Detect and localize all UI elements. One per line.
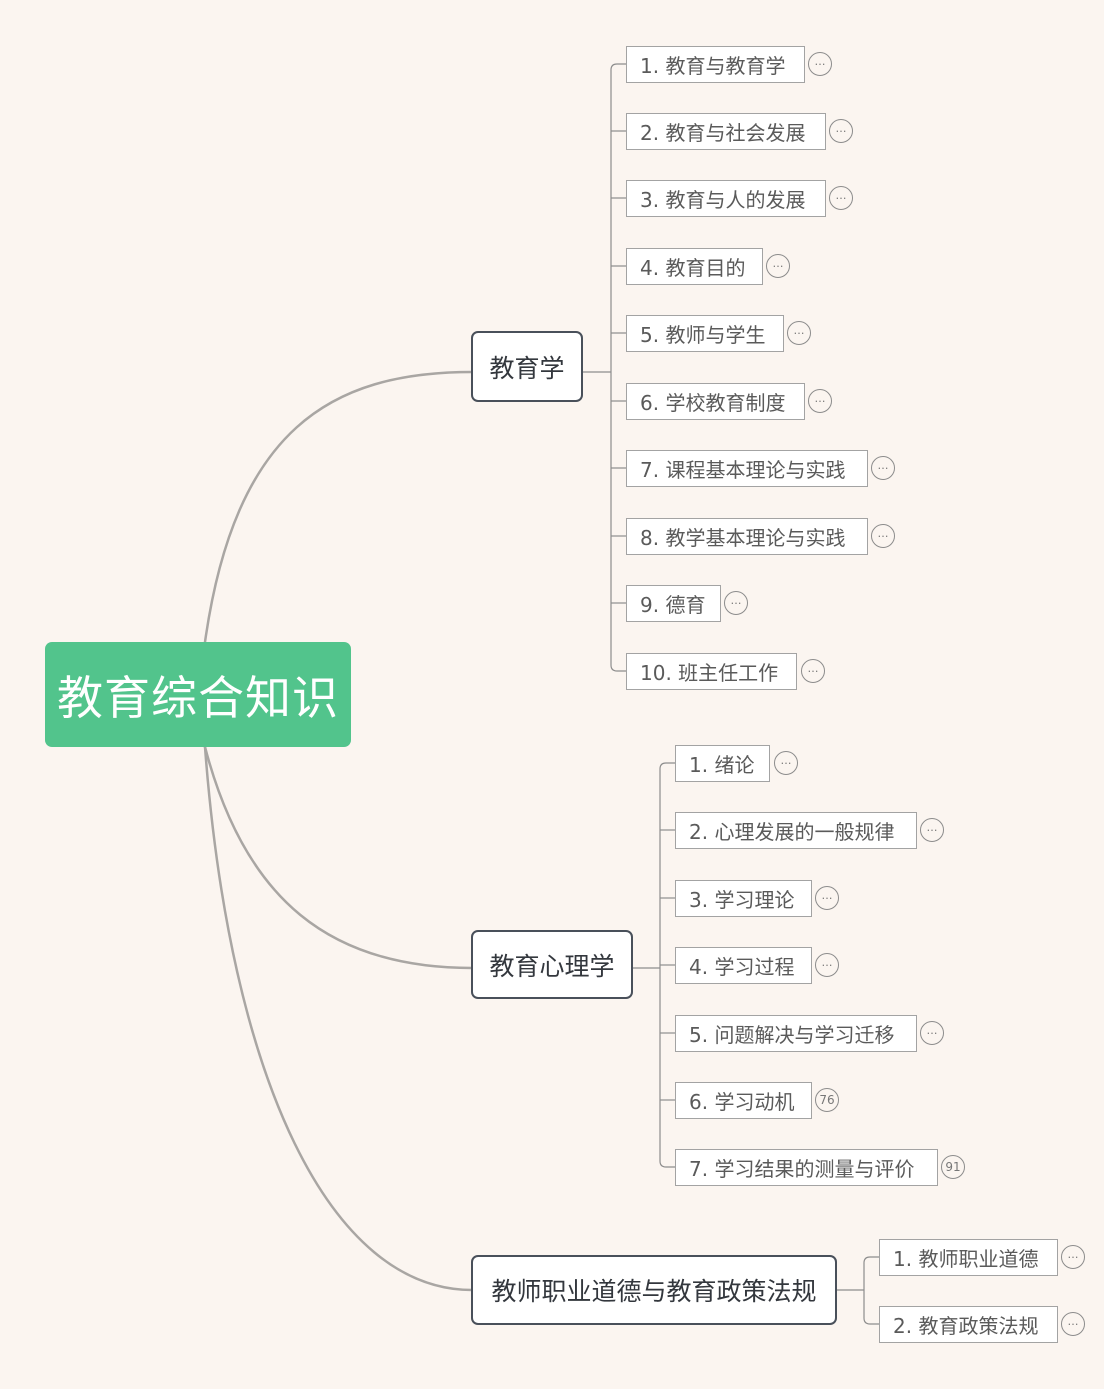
subtopic-2-6[interactable]: 6. 学习动机 [675, 1082, 812, 1119]
root-link-1 [203, 370, 474, 644]
subtopic-1-10[interactable]: 10. 班主任工作 [626, 653, 797, 690]
subtopic-2-2[interactable]: 2. 心理发展的一般规律 [675, 812, 917, 849]
subtopic-2-3[interactable]: 3. 学习理论 [675, 880, 812, 917]
collapsed-indicator-icon[interactable] [808, 52, 832, 76]
hidden-count-badge[interactable]: 91 [941, 1155, 965, 1179]
subtopic-1-6[interactable]: 6. 学校教育制度 [626, 383, 805, 420]
subtopic-1-1[interactable]: 1. 教育与教育学 [626, 46, 805, 83]
collapsed-indicator-icon[interactable] [815, 886, 839, 910]
collapsed-indicator-icon[interactable] [815, 953, 839, 977]
branch-educational-psychology[interactable]: 教育心理学 [471, 930, 633, 999]
root-link-2 [203, 745, 474, 970]
collapsed-indicator-icon[interactable] [766, 254, 790, 278]
collapsed-indicator-icon[interactable] [1061, 1245, 1085, 1269]
branch1-trunk [610, 63, 626, 672]
subtopic-3-1[interactable]: 1. 教师职业道德 [879, 1239, 1058, 1276]
collapsed-indicator-icon[interactable] [920, 818, 944, 842]
collapsed-indicator-icon[interactable] [801, 659, 825, 683]
collapsed-indicator-icon[interactable] [724, 591, 748, 615]
subtopic-1-5[interactable]: 5. 教师与学生 [626, 315, 784, 352]
hidden-count-badge[interactable]: 76 [815, 1088, 839, 1112]
collapsed-indicator-icon[interactable] [808, 389, 832, 413]
root-topic[interactable]: 教育综合知识 [45, 642, 351, 747]
subtopic-2-7[interactable]: 7. 学习结果的测量与评价 [675, 1149, 938, 1186]
subtopic-2-1[interactable]: 1. 绪论 [675, 745, 770, 782]
subtopic-2-4[interactable]: 4. 学习过程 [675, 947, 812, 984]
subtopic-2-5[interactable]: 5. 问题解决与学习迁移 [675, 1015, 917, 1052]
subtopic-1-9[interactable]: 9. 德育 [626, 585, 721, 622]
subtopic-1-8[interactable]: 8. 教学基本理论与实践 [626, 518, 868, 555]
collapsed-indicator-icon[interactable] [1061, 1312, 1085, 1336]
branch-education[interactable]: 教育学 [471, 331, 583, 402]
collapsed-indicator-icon[interactable] [871, 524, 895, 548]
subtopic-1-7[interactable]: 7. 课程基本理论与实践 [626, 450, 868, 487]
collapsed-indicator-icon[interactable] [774, 751, 798, 775]
root-link-3 [203, 745, 474, 1292]
collapsed-indicator-icon[interactable] [829, 119, 853, 143]
subtopic-1-4[interactable]: 4. 教育目的 [626, 248, 763, 285]
collapsed-indicator-icon[interactable] [871, 456, 895, 480]
subtopic-1-2[interactable]: 2. 教育与社会发展 [626, 113, 826, 150]
collapsed-indicator-icon[interactable] [787, 321, 811, 345]
collapsed-indicator-icon[interactable] [829, 186, 853, 210]
subtopic-1-3[interactable]: 3. 教育与人的发展 [626, 180, 826, 217]
subtopic-3-2[interactable]: 2. 教育政策法规 [879, 1306, 1058, 1343]
branch-ethics-and-policy[interactable]: 教师职业道德与教育政策法规 [471, 1255, 837, 1325]
collapsed-indicator-icon[interactable] [920, 1021, 944, 1045]
branch3-trunk [863, 1256, 879, 1325]
